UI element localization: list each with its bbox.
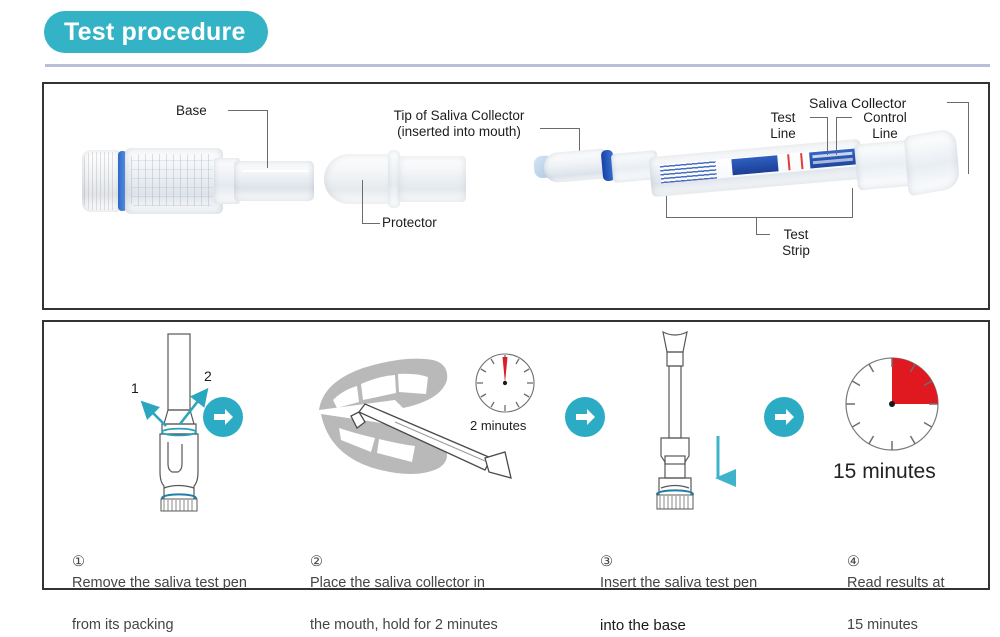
protector-rounded-end (324, 154, 394, 204)
step-4-caption-line2: 15 minutes (847, 617, 918, 633)
leader-test-strip-horizontal (756, 234, 770, 235)
step-3-caption: ③ Insert the saliva test pen into the ba… (600, 531, 840, 637)
step-1-caption: ① Remove the saliva test pen from its pa… (72, 531, 312, 636)
step-1-caption-line1: Remove the saliva test pen (72, 575, 247, 591)
leader-test-line-vertical (827, 117, 828, 155)
pen-cap (542, 148, 608, 184)
label-saliva-collector: Saliva Collector (809, 95, 907, 111)
step-2-caption-line1: Place the saliva collector in (310, 575, 485, 591)
base-blue-band (118, 151, 127, 211)
step-2-illustration (299, 342, 529, 502)
step-4-timer: 15 minutes (833, 352, 944, 483)
leader-test-line-horizontal (810, 117, 828, 118)
bracket-test-strip-span (666, 217, 853, 218)
label-control-line: Control Line (863, 110, 907, 141)
bracket-test-strip-right (852, 188, 853, 218)
step-3-number: ③ (600, 554, 613, 570)
label-test-line: Test Line (770, 110, 796, 141)
step-3-caption-line2: into the base (600, 617, 686, 634)
base-component-illustration (82, 134, 322, 230)
page-title: Test procedure (44, 11, 268, 53)
step-2-timer-label: 2 minutes (470, 418, 527, 433)
step-4-timer-label: 15 minutes (833, 460, 936, 483)
bracket-test-strip-left (666, 196, 667, 218)
leader-base-horizontal (228, 110, 268, 111)
step-3-caption-line1: Insert the saliva test pen (600, 575, 758, 591)
arrow-right-icon (775, 409, 794, 425)
step-1-number: ① (72, 554, 85, 570)
step-separator-arrow-3 (764, 397, 804, 437)
leader-tip-horizontal (540, 128, 580, 129)
leader-protector-vertical (362, 180, 363, 224)
clock-2-minutes-icon (475, 353, 535, 413)
step-4-caption: ④ Read results at 15 minutes (847, 531, 1000, 636)
step-1-illustration: 1 2 (104, 332, 294, 512)
mouth-with-collector-drawing (319, 358, 512, 479)
step-2-number: ② (310, 554, 323, 570)
label-test-strip: Test Strip (782, 227, 810, 258)
step-1-caption-line2: from its packing (72, 617, 174, 633)
step-4-number: ④ (847, 554, 860, 570)
leader-protector-horizontal (362, 223, 380, 224)
step-2-caption-line2: the mouth, hold for 2 minutes (310, 617, 498, 633)
control-line-mark (800, 153, 804, 170)
strip-logo-band (809, 148, 857, 169)
step-2-caption: ② Place the saliva collector in the mout… (310, 531, 565, 636)
step-4-caption-line1: Read results at (847, 575, 945, 591)
step-3-illustration (619, 330, 779, 512)
step-1-arrow-label-2: 2 (204, 368, 212, 384)
leader-saliva-collector-vertical (968, 102, 969, 174)
page-header: Test procedure (0, 0, 1000, 78)
header-divider (45, 64, 990, 67)
step-2-timer: 2 minutes (470, 350, 538, 433)
strip-blue-band (731, 155, 779, 176)
leader-control-line-horizontal (836, 117, 852, 118)
step-separator-arrow-2 (565, 397, 605, 437)
step-separator-arrow-1 (203, 397, 243, 437)
test-line-mark (787, 154, 791, 171)
protector-tail (398, 156, 466, 202)
protector-collar (388, 150, 400, 208)
step-1-arrow-label-1: 1 (131, 380, 139, 396)
leader-test-strip-drop (756, 217, 757, 235)
leader-control-line-vertical (836, 117, 837, 155)
base-body (125, 148, 223, 214)
leader-base-vertical (267, 110, 268, 168)
label-base: Base (176, 103, 207, 118)
pen-in-packaging-drawing (140, 333, 209, 512)
base-cap (82, 150, 120, 212)
arrow-right-icon (576, 409, 595, 425)
protector-illustration (324, 142, 484, 220)
procedure-steps-panel: 1 2 (42, 320, 990, 634)
label-tip-of-saliva-collector: Tip of Saliva Collector (inserted into m… (393, 108, 525, 139)
leader-saliva-collector-horizontal (947, 102, 969, 103)
clock-15-minutes-icon (845, 357, 939, 451)
label-protector: Protector (382, 215, 437, 230)
pen-inserted-into-base-drawing (656, 330, 736, 510)
arrow-right-icon (214, 409, 233, 425)
components-diagram-panel: Base Tip of Saliva Collector (inserted i… (42, 82, 990, 310)
base-tube (234, 161, 314, 201)
